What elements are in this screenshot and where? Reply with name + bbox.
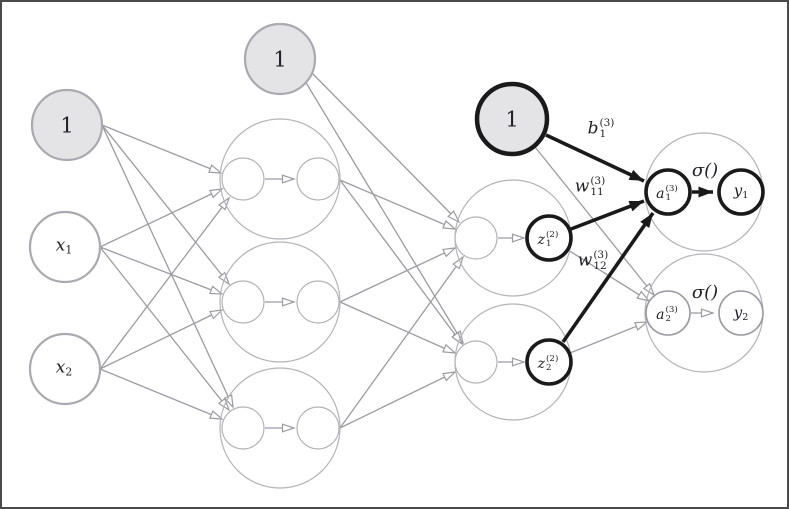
hidden1-right-subcircle bbox=[296, 157, 340, 201]
edge-hidden2-to-z1 bbox=[339, 248, 455, 303]
z1-node-bold bbox=[525, 214, 573, 262]
z2-left-subcircle bbox=[454, 340, 498, 384]
edge-bias2-to-z2 bbox=[304, 80, 463, 343]
edge-hidden3-to-z1 bbox=[339, 257, 463, 429]
edge-x2-to-hidden2 bbox=[99, 310, 222, 370]
edge-x1-to-hidden2 bbox=[99, 246, 222, 294]
edge-x1-to-hidden1 bbox=[99, 189, 222, 248]
hidden1-group-circle bbox=[219, 118, 341, 240]
edge-hidden2-to-z2 bbox=[339, 301, 455, 353]
edge-x1-to-hidden3 bbox=[99, 246, 229, 410]
hidden2-group-circle bbox=[219, 241, 341, 363]
edge-bias2-to-z1 bbox=[310, 71, 459, 222]
hidden1-left-subcircle bbox=[221, 157, 265, 201]
edge-bias1-to-hidden2 bbox=[101, 124, 229, 284]
bold-edges bbox=[545, 133, 713, 344]
x2-node bbox=[28, 332, 102, 406]
edge-z1-to-a1-bold bbox=[570, 199, 645, 231]
bias-input-node bbox=[30, 88, 104, 162]
computation-nodes bbox=[525, 168, 765, 386]
a2-node bbox=[645, 290, 691, 336]
gray-edges bbox=[99, 71, 713, 429]
bias-output-node-bold bbox=[474, 81, 550, 157]
hidden3-right-subcircle bbox=[296, 406, 340, 450]
bias-hidden2-node bbox=[243, 22, 317, 96]
edge-bias3-to-a1-bold bbox=[545, 133, 645, 183]
z2-node-bold bbox=[525, 338, 573, 386]
hidden3-left-subcircle bbox=[221, 406, 265, 450]
z1-left-subcircle bbox=[454, 216, 498, 260]
hidden2-right-subcircle bbox=[296, 280, 340, 324]
edge-z2-to-a2 bbox=[569, 322, 647, 354]
edge-hidden1-to-z2 bbox=[339, 179, 462, 344]
edge-x2-to-hidden1 bbox=[99, 198, 229, 370]
y1-node-bold bbox=[717, 168, 765, 216]
inner-subcircles bbox=[221, 157, 498, 450]
a1-node-bold bbox=[644, 168, 692, 216]
edge-bias1-to-hidden3 bbox=[101, 124, 233, 407]
x1-node bbox=[28, 210, 102, 284]
edge-z2-to-a1-bold bbox=[561, 211, 655, 344]
y2-node bbox=[718, 290, 764, 336]
hidden3-group-circle bbox=[219, 367, 341, 489]
edge-bias1-to-hidden1 bbox=[101, 124, 221, 173]
edge-x2-to-hidden3 bbox=[99, 368, 222, 419]
hidden2-left-subcircle bbox=[221, 280, 265, 324]
input-nodes bbox=[28, 22, 550, 406]
edge-hidden1-to-z1 bbox=[339, 179, 455, 229]
edge-hidden3-to-z2 bbox=[339, 372, 455, 429]
